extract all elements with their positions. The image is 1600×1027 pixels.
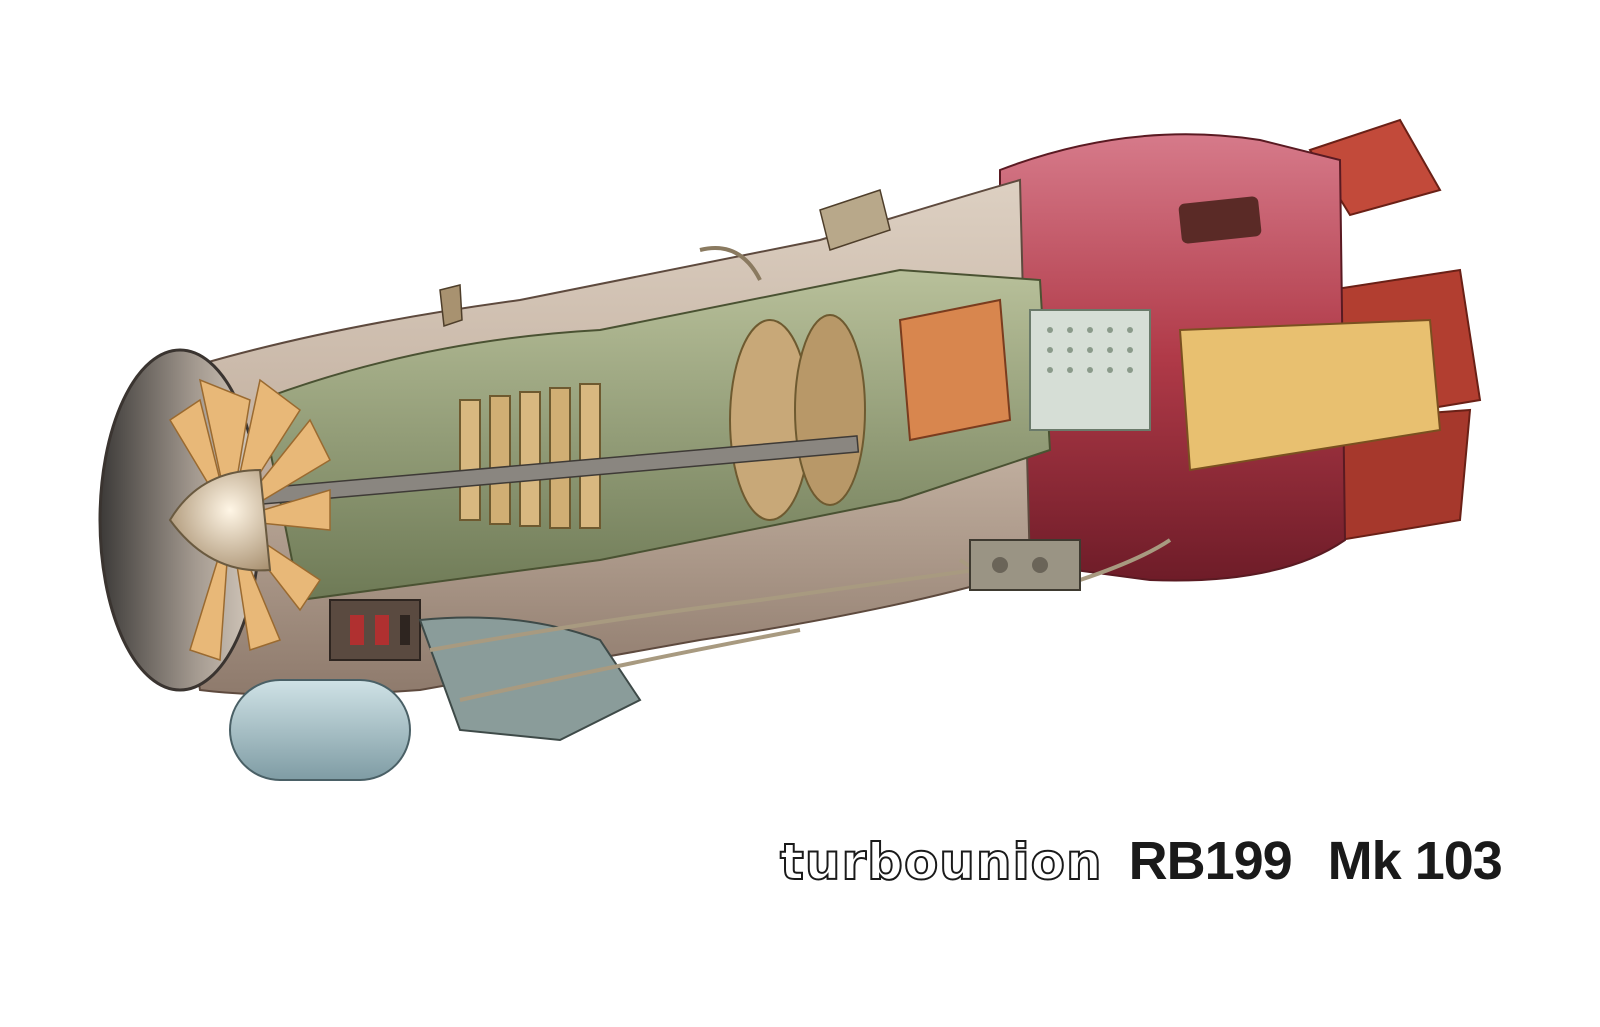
accessory-gearbox [329, 599, 642, 742]
compressor-stages [459, 383, 601, 529]
title-caption: turbounion RB199 Mk 103 [779, 830, 1503, 900]
afterburner-casing [999, 133, 1347, 582]
manufacturer-brand: turbounion [779, 832, 1103, 892]
fuel-control-unit [969, 539, 1081, 591]
top-mount [439, 189, 891, 328]
combustor [898, 298, 1012, 442]
oil-tank [229, 679, 411, 781]
spinner-cone [168, 468, 272, 572]
afterburner-panel [1178, 196, 1262, 244]
engine-variant: Mk 103 [1327, 831, 1503, 891]
afterburner-inner [1178, 318, 1442, 472]
engine-model: RB199 [1128, 831, 1293, 891]
liner-perforations [1047, 327, 1133, 373]
turbine-disc-2 [794, 314, 866, 506]
